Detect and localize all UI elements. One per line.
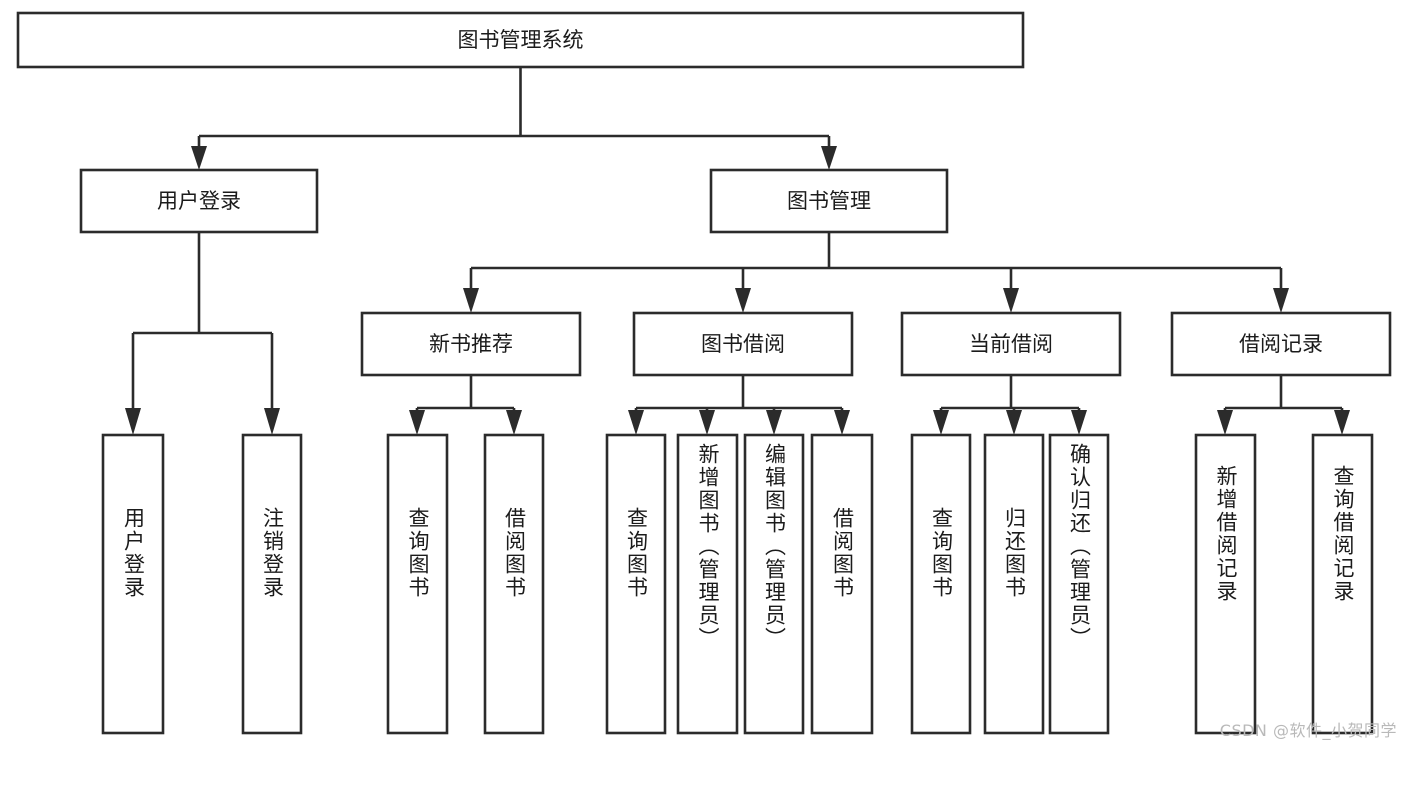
arrow-to-leaf-confirm-return <box>1071 410 1087 435</box>
node-user-login-label: 用户登录 <box>157 189 241 213</box>
arrow-to-leaf-logout <box>264 408 280 435</box>
arrow-to-leaf-add-record <box>1217 410 1233 435</box>
arrow-to-user-login <box>191 146 207 170</box>
leaf-confirm-return-box[interactable] <box>1048 433 1110 735</box>
node-borrow-record-label: 借阅记录 <box>1239 332 1323 356</box>
tree-diagram: 图书管理系统 用户登录 图书管理 新书推荐 图书借阅 当前借阅 借阅记录 <box>16 11 1392 735</box>
node-current-borrow-box[interactable] <box>900 311 1122 377</box>
nodes-group: 图书管理系统 用户登录 图书管理 新书推荐 图书借阅 当前借阅 借阅记录 <box>16 11 1392 735</box>
arrow-to-leaf-user-login <box>125 408 141 435</box>
arrow-to-leaf-edit-book <box>766 410 782 435</box>
leaf-add-book-box[interactable] <box>676 433 739 735</box>
node-borrow-record-box[interactable] <box>1170 311 1392 377</box>
leaf-query-book-borrow-box[interactable] <box>605 433 667 735</box>
node-new-book-label: 新书推荐 <box>429 332 513 356</box>
node-user-login-box[interactable] <box>79 168 319 234</box>
leaf-user-login-box[interactable] <box>101 433 165 735</box>
leaf-query-book-current-box[interactable] <box>910 433 972 735</box>
arrow-to-newbook <box>463 288 479 313</box>
node-root-box[interactable] <box>16 11 1025 69</box>
leaf-edit-book-box[interactable] <box>743 433 805 735</box>
leaf-add-record-box[interactable] <box>1194 433 1257 735</box>
leaf-query-book-newbook-box[interactable] <box>386 433 449 735</box>
node-current-borrow-label: 当前借阅 <box>969 332 1053 356</box>
leaf-borrow-book-newbook-box[interactable] <box>483 433 545 735</box>
node-new-book-box[interactable] <box>360 311 582 377</box>
leaf-borrow-book-box[interactable] <box>810 433 874 735</box>
arrow-to-leaf-query-book-1 <box>409 410 425 435</box>
leaf-logout-box[interactable] <box>241 433 303 735</box>
arrow-to-leaf-borrow-book-1 <box>506 410 522 435</box>
arrow-to-leaf-query-book-3 <box>933 410 949 435</box>
watermark-text: CSDN @软件_小贺同学 <box>1219 721 1397 740</box>
arrow-to-leaf-query-book-2 <box>628 410 644 435</box>
node-book-borrow-label: 图书借阅 <box>701 332 785 356</box>
arrow-to-book-manage <box>821 146 837 170</box>
leaf-query-record-box[interactable] <box>1311 433 1374 735</box>
edges-group <box>125 67 1350 435</box>
node-book-borrow-box[interactable] <box>632 311 854 377</box>
arrow-to-current <box>1003 288 1019 313</box>
node-root-label: 图书管理系统 <box>458 28 584 52</box>
node-book-manage-box[interactable] <box>709 168 949 234</box>
arrow-to-leaf-add-book <box>699 410 715 435</box>
diagram-canvas: 图书管理系统 用户登录 图书管理 新书推荐 图书借阅 当前借阅 借阅记录 <box>16 11 1397 740</box>
arrow-to-leaf-borrow-book-2 <box>834 410 850 435</box>
node-book-manage-label: 图书管理 <box>787 189 871 213</box>
arrow-to-leaf-return-book <box>1006 410 1022 435</box>
arrow-to-leaf-query-record <box>1334 410 1350 435</box>
arrow-to-borrow <box>735 288 751 313</box>
leaf-return-book-box[interactable] <box>983 433 1045 735</box>
arrow-to-record <box>1273 288 1289 313</box>
